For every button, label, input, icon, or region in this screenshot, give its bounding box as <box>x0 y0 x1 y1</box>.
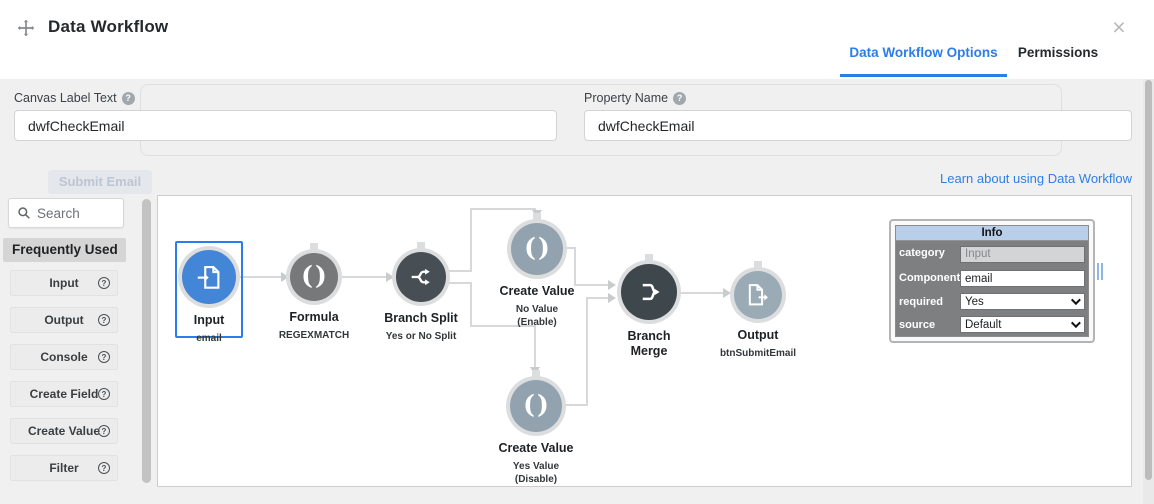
learn-about-link[interactable]: Learn about using Data Workflow <box>940 171 1132 186</box>
selection-rect <box>175 241 243 338</box>
node-formula[interactable]: () Formula REGEXMATCH <box>254 243 374 342</box>
info-row-component: Component <box>896 266 1088 291</box>
arrowhead <box>608 280 616 290</box>
workflow-canvas[interactable]: Input email () Formula REGEXMATCH Branch… <box>157 195 1132 487</box>
edge-cvbottom-merge <box>562 404 588 406</box>
info-row-required: required Yes <box>896 290 1088 313</box>
info-panel-title: Info <box>896 226 1088 241</box>
info-panel: Info category Component required Yes sou… <box>889 219 1095 343</box>
edge-cvtop-merge <box>563 247 576 249</box>
canvas-label-text-input[interactable] <box>14 110 557 141</box>
node-output[interactable]: Output btnSubmitEmail <box>698 261 818 360</box>
edge-cvtop-merge <box>574 284 610 286</box>
search-icon <box>18 207 30 219</box>
help-icon[interactable]: ? <box>121 91 135 105</box>
sidebar-item-filter[interactable]: Filter? <box>10 455 118 481</box>
help-icon[interactable]: ? <box>98 462 110 474</box>
arrowhead <box>723 288 731 298</box>
edge-cvtop-merge <box>574 247 576 286</box>
node-create-value-top[interactable]: () Create Value No Value(Enable) <box>477 213 597 329</box>
help-icon[interactable]: ? <box>673 91 687 105</box>
component-input[interactable] <box>960 270 1085 287</box>
tab-data-workflow-options[interactable]: Data Workflow Options <box>840 45 1007 77</box>
edge-split-cvtop <box>446 270 472 272</box>
edge-split-cvbottom <box>534 325 536 368</box>
chevron-down-icon <box>1070 318 1081 329</box>
page-title: Data Workflow <box>48 17 169 36</box>
help-icon[interactable]: ? <box>98 351 110 363</box>
branch-split-icon <box>411 268 430 286</box>
sidebar-item-output[interactable]: Output? <box>10 307 118 333</box>
arrowhead <box>386 272 394 282</box>
edge-split-cvbottom <box>470 325 536 327</box>
help-icon[interactable]: ? <box>98 425 110 437</box>
category-input <box>960 245 1085 263</box>
help-icon[interactable]: ? <box>98 314 110 326</box>
info-row-category: category <box>896 241 1088 266</box>
parentheses-icon: () <box>524 233 552 262</box>
property-name-input[interactable] <box>584 110 1132 141</box>
node-branch-split[interactable]: Branch Split Yes or No Split <box>361 242 481 343</box>
edge-split-cvtop <box>470 209 472 271</box>
canvas-label-text-label: Canvas Label Text ? <box>14 91 135 105</box>
node-create-value-bottom[interactable]: () Create Value Yes Value(Disable) <box>476 370 596 486</box>
arrowhead <box>281 272 289 282</box>
edge-input-formula <box>236 276 282 278</box>
sidebar-item-create-value[interactable]: Create Value? <box>10 418 118 444</box>
help-icon[interactable]: ? <box>98 388 110 400</box>
panel-resize-handle[interactable] <box>1097 263 1105 280</box>
node-branch-merge[interactable]: Branch Merge <box>589 254 709 359</box>
close-icon[interactable]: × <box>1112 14 1126 40</box>
required-select[interactable]: Yes <box>960 293 1085 310</box>
document-arrow-out-icon <box>748 284 768 306</box>
edge-cvbottom-merge <box>586 298 588 406</box>
edge-merge-output <box>677 292 724 294</box>
connector-nub <box>754 261 762 268</box>
source-select[interactable]: Default <box>960 316 1085 333</box>
edge-split-cvbottom <box>470 282 472 327</box>
connector-nub <box>417 242 425 249</box>
sidebar-item-create-field[interactable]: Create Field? <box>10 381 118 407</box>
node-input[interactable]: Input email <box>149 250 269 345</box>
connector-nub <box>533 213 541 220</box>
sidebar-scrollbar[interactable] <box>142 199 151 483</box>
property-name-label: Property Name ? <box>584 91 687 105</box>
sidebar-item-console[interactable]: Console? <box>10 344 118 370</box>
edge-cvbottom-merge <box>586 297 610 299</box>
move-icon[interactable] <box>16 18 36 38</box>
connector-nub <box>645 254 653 261</box>
ghost-submit-button: Submit Email <box>48 170 152 194</box>
parentheses-icon: () <box>301 261 329 290</box>
edge-formula-split <box>338 276 387 278</box>
connector-nub <box>532 370 540 377</box>
connector-nub <box>310 243 318 250</box>
parentheses-icon: () <box>523 390 551 419</box>
edge-split-cvtop <box>470 208 536 210</box>
edge-split-cvbottom <box>446 282 472 284</box>
branch-merge-icon <box>642 283 660 301</box>
arrowhead <box>608 293 616 303</box>
help-icon[interactable]: ? <box>98 277 110 289</box>
frequently-used-header: Frequently Used <box>3 238 126 262</box>
info-row-source: source Default <box>896 313 1088 336</box>
component-search[interactable] <box>8 198 124 228</box>
search-input[interactable] <box>37 205 107 221</box>
tab-permissions[interactable]: Permissions <box>1017 45 1099 60</box>
sidebar-item-input[interactable]: Input? <box>10 270 118 296</box>
page-scrollbar[interactable] <box>1145 80 1152 480</box>
document-arrow-in-icon <box>197 265 220 289</box>
chevron-down-icon <box>1070 295 1081 306</box>
